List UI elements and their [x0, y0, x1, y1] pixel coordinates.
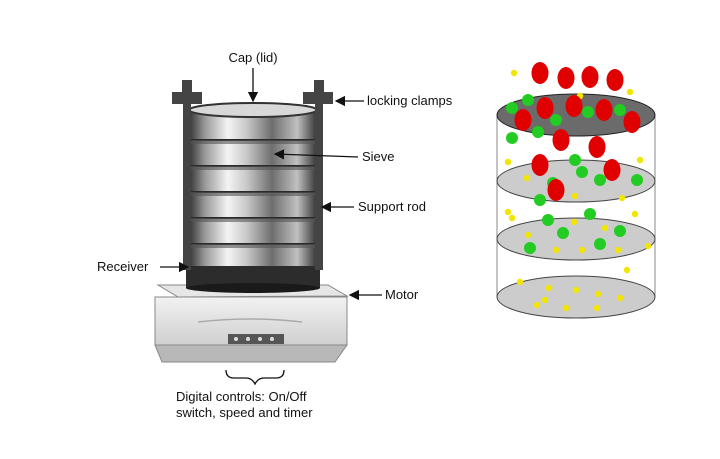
small-particle: [508, 214, 516, 222]
small-particle: [631, 210, 639, 218]
large-particle: [581, 66, 599, 88]
medium-particle: [614, 104, 626, 116]
sieve-shaker: [154, 80, 349, 363]
small-particle: [533, 301, 541, 309]
particles: [504, 62, 652, 312]
small-particle: [552, 246, 560, 254]
medium-particle: [506, 102, 518, 114]
motor-base: [154, 284, 349, 363]
small-particle: [541, 296, 549, 304]
small-particle: [572, 286, 580, 294]
large-particle: [603, 159, 621, 181]
large-particle: [531, 154, 549, 176]
medium-particle: [506, 132, 518, 144]
sieve-stack: [188, 102, 318, 266]
large-particle: [552, 129, 570, 151]
small-particle: [523, 174, 531, 182]
large-particle: [514, 109, 532, 131]
large-particle: [531, 62, 549, 84]
large-particle: [588, 136, 606, 158]
small-particle: [623, 266, 631, 274]
medium-particle: [594, 238, 606, 250]
large-particle: [595, 99, 613, 121]
medium-particle: [631, 174, 643, 186]
large-particle: [606, 69, 624, 91]
small-particle: [571, 192, 579, 200]
small-particle: [570, 218, 578, 226]
medium-particle: [522, 94, 534, 106]
small-particle: [562, 304, 570, 312]
annotation-arrows: [160, 68, 382, 386]
small-particle: [524, 231, 532, 239]
medium-particle: [594, 174, 606, 186]
medium-particle: [584, 208, 596, 220]
cap-label: Cap (lid): [228, 50, 277, 65]
locking-clamps: [172, 80, 333, 270]
large-particle: [557, 67, 575, 89]
small-particle: [593, 304, 601, 312]
cap-lid: [188, 102, 318, 118]
controls-brace: [225, 369, 285, 386]
small-particle: [614, 246, 622, 254]
large-particle: [623, 111, 641, 133]
separation-illustration: [496, 62, 656, 319]
small-particle: [510, 69, 518, 77]
small-particle: [601, 224, 609, 232]
sieve-label: Sieve: [362, 149, 395, 164]
medium-particle: [550, 114, 562, 126]
large-particle: [547, 179, 565, 201]
small-particle: [545, 284, 553, 292]
small-particle: [616, 294, 624, 302]
medium-particle: [614, 225, 626, 237]
medium-particle: [582, 106, 594, 118]
medium-particle: [532, 126, 544, 138]
receiver-label: Receiver: [97, 259, 149, 274]
small-particle: [644, 242, 652, 250]
labels: Cap (lid) locking clamps Sieve Support r…: [97, 50, 453, 420]
medium-particle: [534, 194, 546, 206]
large-particle: [565, 95, 583, 117]
controls-label-line2: switch, speed and timer: [176, 405, 313, 420]
small-particle: [594, 290, 602, 298]
medium-particle: [569, 154, 581, 166]
clamps-label: locking clamps: [367, 93, 453, 108]
support-rod-label: Support rod: [358, 199, 426, 214]
small-particle: [504, 208, 512, 216]
receiver-pan: [186, 262, 320, 293]
controls-label-line1: Digital controls: On/Off: [176, 389, 307, 404]
control-panel: [228, 334, 284, 344]
medium-particle: [542, 214, 554, 226]
small-particle: [516, 278, 524, 286]
motor-label: Motor: [385, 287, 419, 302]
sieve-arrow: [273, 149, 359, 160]
small-particle: [578, 246, 586, 254]
small-particle: [626, 88, 634, 96]
small-particle: [504, 158, 512, 166]
small-particle: [636, 156, 644, 164]
small-particle: [618, 194, 626, 202]
medium-particle: [576, 166, 588, 178]
medium-particle: [524, 242, 536, 254]
large-particle: [536, 97, 554, 119]
medium-particle: [557, 227, 569, 239]
